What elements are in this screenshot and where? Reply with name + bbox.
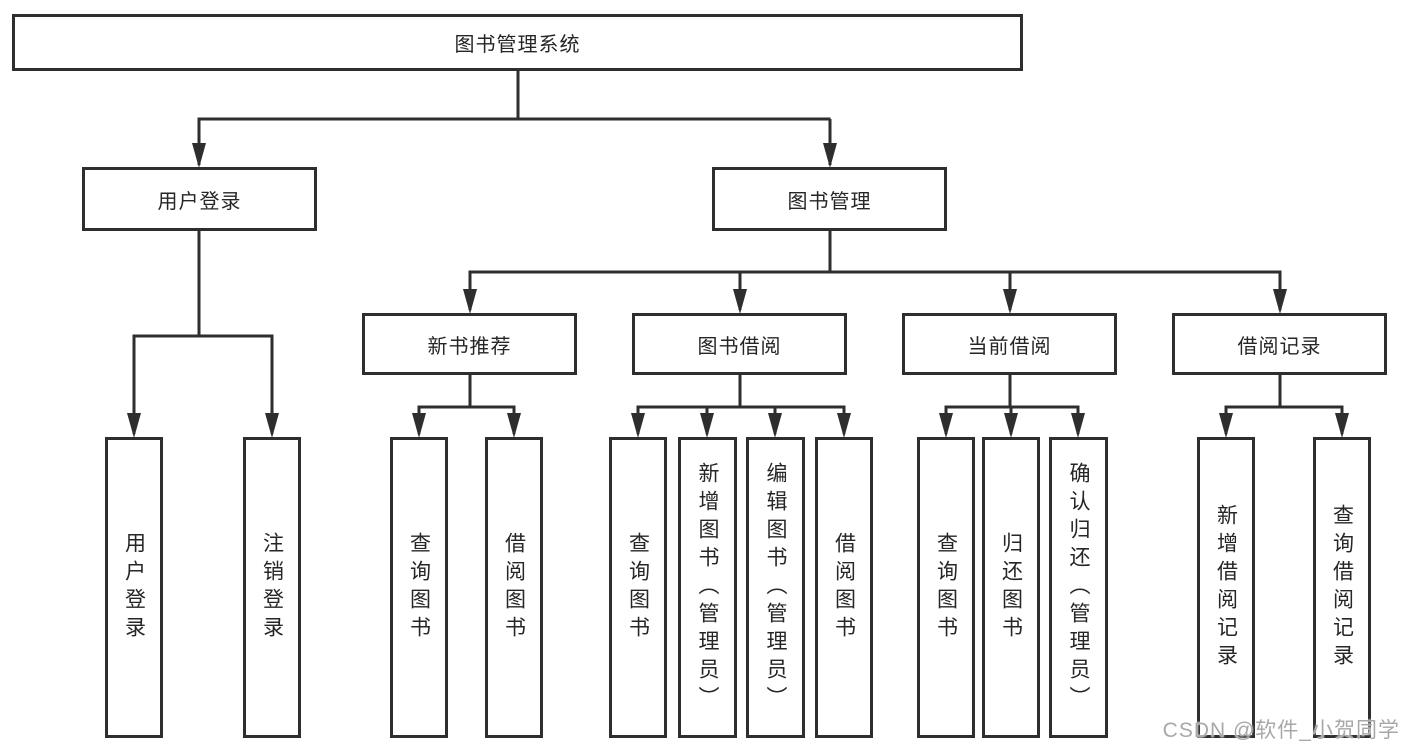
leaf-user-login: 用户登录 [105,437,163,738]
node-label: 当前借阅 [967,335,1052,358]
arrow-down-icon [192,143,206,168]
node-label: 确认归还（管理员） [1067,461,1090,714]
arrow-down-icon [768,413,782,438]
node-book-borrow: 图书借阅 [632,313,847,375]
arrow-down-icon [700,413,714,438]
arrow-down-icon [1273,289,1287,314]
arrow-down-icon [1071,413,1085,438]
node-label: 图书管理 [787,190,872,213]
leaf-borrow-edit-books-admin: 编辑图书（管理员） [746,437,805,738]
node-root: 图书管理系统 [12,14,1023,71]
node-label: 新增借阅记录 [1214,503,1238,672]
node-label: 查询图书 [407,531,431,644]
node-new-book-recommend: 新书推荐 [362,313,577,375]
node-label: 新书推荐 [427,335,512,358]
leaf-records-query-record: 查询借阅记录 [1313,437,1371,738]
node-user-login: 用户登录 [82,167,317,231]
leaf-current-query-books: 查询图书 [917,437,975,738]
node-book-management: 图书管理 [712,167,947,231]
arrow-down-icon [1219,413,1233,438]
arrow-down-icon [265,413,279,438]
node-label: 查询借阅记录 [1330,503,1354,672]
arrow-down-icon [733,289,747,314]
leaf-current-confirm-return-admin: 确认归还（管理员） [1049,437,1108,738]
leaf-logout: 注销登录 [243,437,301,738]
arrow-down-icon [1003,289,1017,314]
node-label: 归还图书 [999,531,1023,644]
arrow-down-icon [1004,413,1018,438]
leaf-borrow-query-books: 查询图书 [609,437,667,738]
leaf-current-return-books: 归还图书 [982,437,1040,738]
node-label: 新增图书（管理员） [696,461,719,714]
connector-edges [132,71,1344,434]
arrow-down-icon [1335,413,1349,438]
leaf-borrow-add-books-admin: 新增图书（管理员） [678,437,737,738]
node-label: 注销登录 [260,531,284,644]
node-label: 用户登录 [122,531,146,644]
leaf-records-add-record: 新增借阅记录 [1197,437,1255,738]
node-label: 图书借阅 [697,335,782,358]
arrow-down-icon [127,413,141,438]
node-label: 借阅图书 [832,531,856,644]
node-label: 查询图书 [934,531,958,644]
node-label: 借阅记录 [1237,335,1322,358]
node-label: 借阅图书 [502,531,526,644]
arrow-down-icon [507,413,521,438]
node-label: 用户登录 [157,190,242,213]
node-borrow-records: 借阅记录 [1172,313,1387,375]
arrow-down-icon [939,413,953,438]
leaf-borrow-borrow-books: 借阅图书 [815,437,873,738]
node-label: 编辑图书（管理员） [764,461,787,714]
node-label: 图书管理系统 [454,34,581,56]
leaf-recommend-query-books: 查询图书 [390,437,448,738]
arrow-down-icon [412,413,426,438]
csdn-watermark: CSDN @软件_小贺同学 [1162,719,1400,742]
arrow-down-icon [631,413,645,438]
node-label: 查询图书 [626,531,650,644]
node-current-borrow: 当前借阅 [902,313,1117,375]
arrow-down-icon [463,289,477,314]
arrow-down-icon [837,413,851,438]
arrow-down-icon [823,143,837,168]
leaf-recommend-borrow-books: 借阅图书 [485,437,543,738]
